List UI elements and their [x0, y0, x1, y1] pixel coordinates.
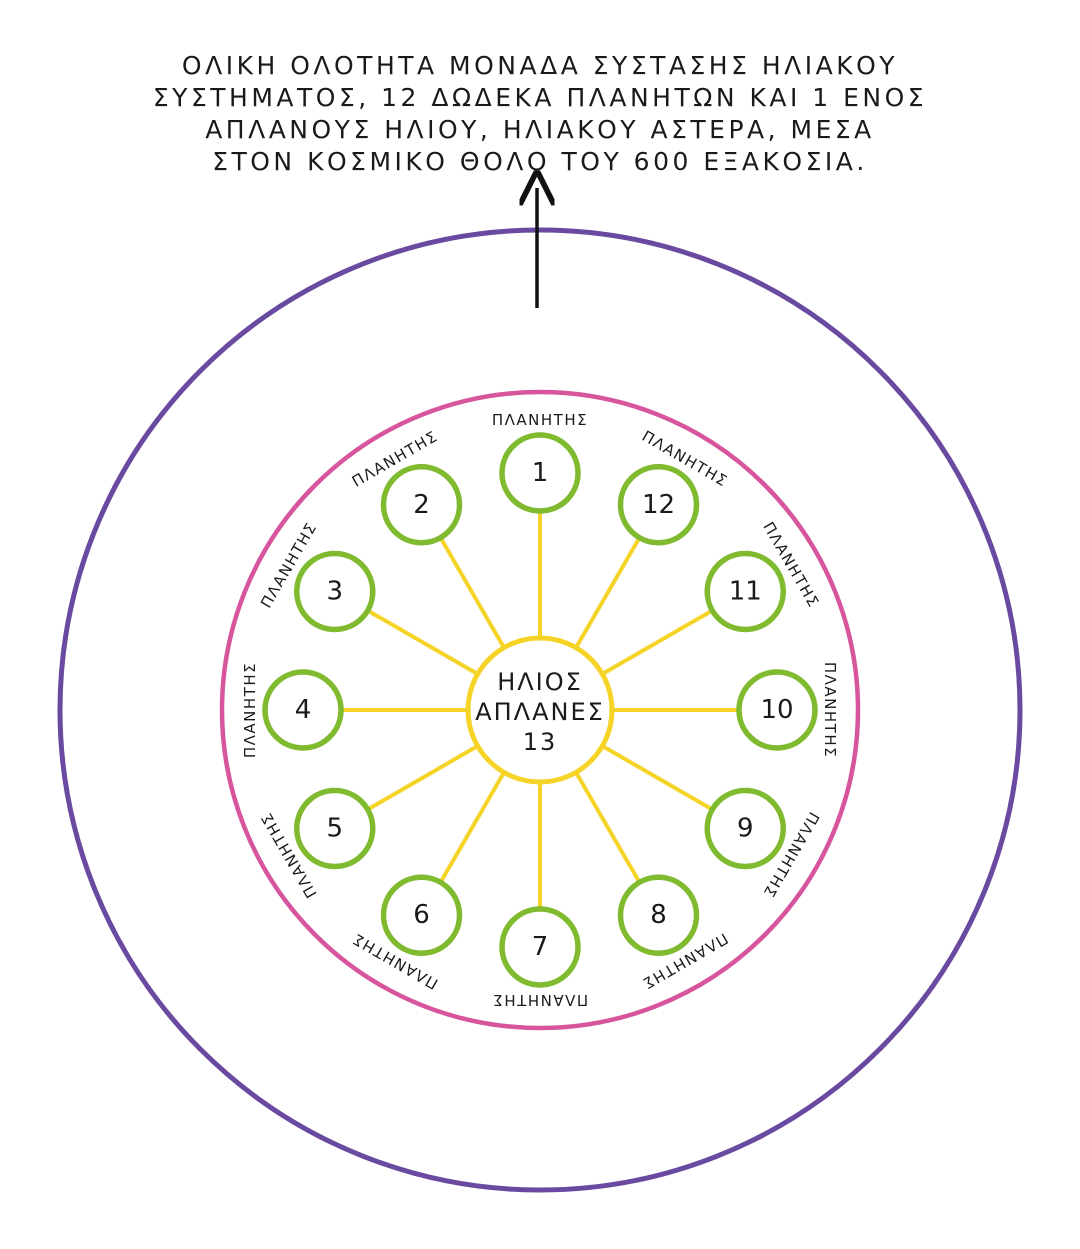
spoke: [601, 608, 714, 676]
caption-line: ΟΛΙΚΗ ΟΛΟΤΗΤΑ ΜΟΝΑΔΑ ΣΥΣΤΑΣΗΣ ΗΛΙΑΚΟΥ: [181, 51, 899, 80]
planet-5-circle: [294, 787, 376, 870]
sun-title: ΗΛΙΟΣ: [497, 668, 583, 696]
caption: ΟΛΙΚΗ ΟΛΟΤΗΤΑ ΜΟΝΑΔΑ ΣΥΣΤΑΣΗΣ ΗΛΙΑΚΟΥ ΣΥ…: [140, 50, 940, 178]
spoke: [366, 744, 479, 812]
sun-circle: [465, 635, 615, 785]
cosmic-dome-ring: [57, 227, 1023, 1193]
planet-10-number: 10: [760, 695, 793, 725]
spoke: [438, 536, 506, 649]
planet-11-number: 11: [729, 577, 762, 607]
planet-1-circle: [499, 432, 581, 514]
planet-2-circle: [380, 464, 463, 546]
planet-6-circle: [380, 874, 463, 956]
planet-7-label: ΠΛΑΝΗΤΗΣ: [492, 991, 588, 1009]
planet-8-circle: [617, 874, 700, 956]
spoke: [574, 771, 642, 884]
planet-9-circle: [704, 787, 786, 870]
planet-7-circle: [499, 906, 581, 988]
planet-4-circle: [262, 669, 344, 751]
planet-3-circle: [294, 550, 376, 633]
spoke: [366, 608, 479, 676]
planet-8-number: 8: [650, 900, 667, 930]
planet-11-circle: [704, 550, 786, 633]
planet-10-label: ΠΛΑΝΗΤΗΣ: [821, 662, 839, 758]
spoke: [438, 771, 506, 884]
spokes-group: [341, 511, 739, 909]
sun: ΗΛΙΟΣ ΑΠΛΑΝΕΣ 13: [465, 635, 615, 785]
caption-line: ΑΠΛΑΝΟΥΣ ΗΛΙΟΥ, ΗΛΙΑΚΟΥ ΑΣΤΕΡΑ, ΜΕΣΑ: [205, 115, 875, 144]
planet-1-label: ΠΛΑΝΗΤΗΣ: [492, 411, 588, 429]
planet-4-number: 4: [295, 695, 312, 725]
caption-line: ΣΥΣΤΗΜΑΤΟΣ, 12 ΔΩΔΕΚΑ ΠΛΑΝΗΤΩΝ ΚΑΙ 1 ΕΝΟ…: [152, 83, 928, 112]
planet-3-number: 3: [326, 577, 343, 607]
planet-1-number: 1: [532, 458, 549, 488]
planet-12-circle: [617, 464, 700, 546]
sun-subtitle: ΑΠΛΑΝΕΣ: [475, 698, 605, 726]
spoke: [574, 536, 642, 649]
planet-9-number: 9: [737, 814, 754, 844]
planet-2-number: 2: [413, 490, 430, 520]
solar-system-ring: [219, 389, 861, 1031]
planet-7-number: 7: [532, 932, 549, 962]
sun-number: 13: [523, 728, 558, 756]
planet-4-label: ΠΛΑΝΗΤΗΣ: [241, 662, 259, 758]
planet-5-number: 5: [326, 814, 343, 844]
spoke: [601, 744, 714, 812]
planet-12-number: 12: [642, 490, 675, 520]
planet-10-circle: [736, 669, 818, 751]
planet-6-number: 6: [413, 900, 430, 930]
